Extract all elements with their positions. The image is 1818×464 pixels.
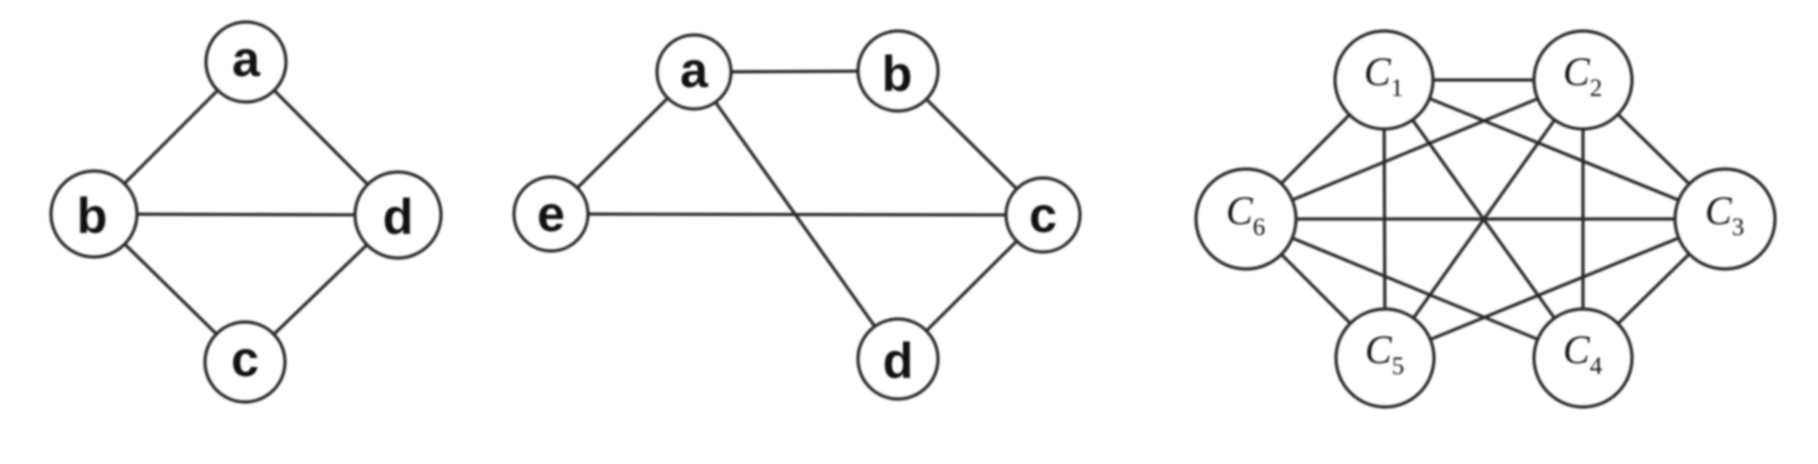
svg-text:b: b — [882, 46, 913, 102]
svg-text:b: b — [77, 188, 108, 244]
svg-text:a: a — [232, 31, 261, 87]
svg-text:e: e — [537, 186, 565, 242]
svg-text:d: d — [883, 333, 914, 389]
svg-text:c: c — [231, 331, 259, 387]
svg-text:d: d — [383, 189, 414, 245]
svg-text:a: a — [680, 42, 709, 98]
svg-text:c: c — [1029, 187, 1057, 243]
